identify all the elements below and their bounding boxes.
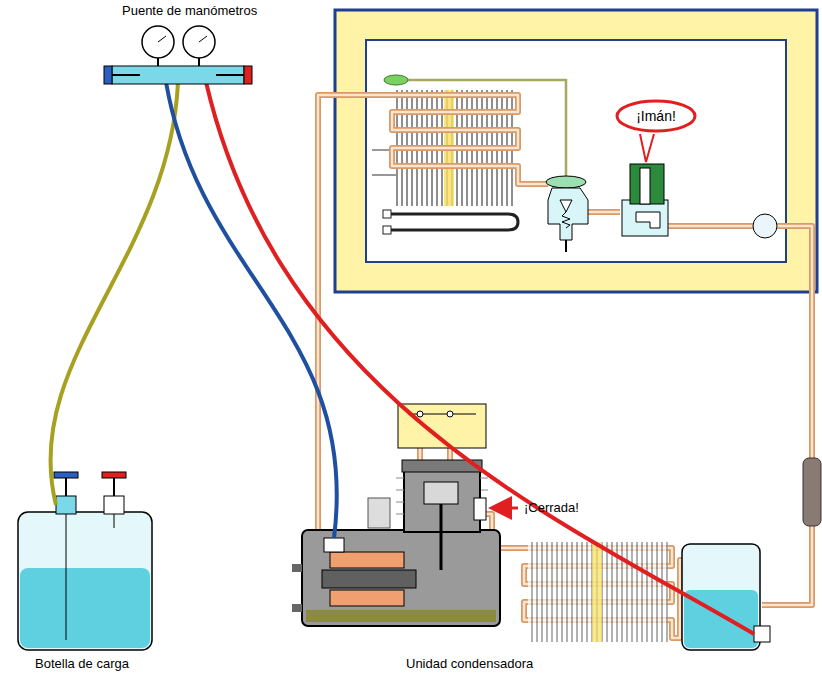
callout-text: ¡Imán! [636, 108, 676, 124]
part-label: Botella de carga [35, 656, 129, 672]
callout-oval: ¡Imán! [615, 99, 697, 133]
part-label: ¡Cerrada! [524, 500, 579, 516]
part-label: Puente de manómetros [122, 3, 257, 19]
part-label: Unidad condensadora [406, 656, 533, 672]
